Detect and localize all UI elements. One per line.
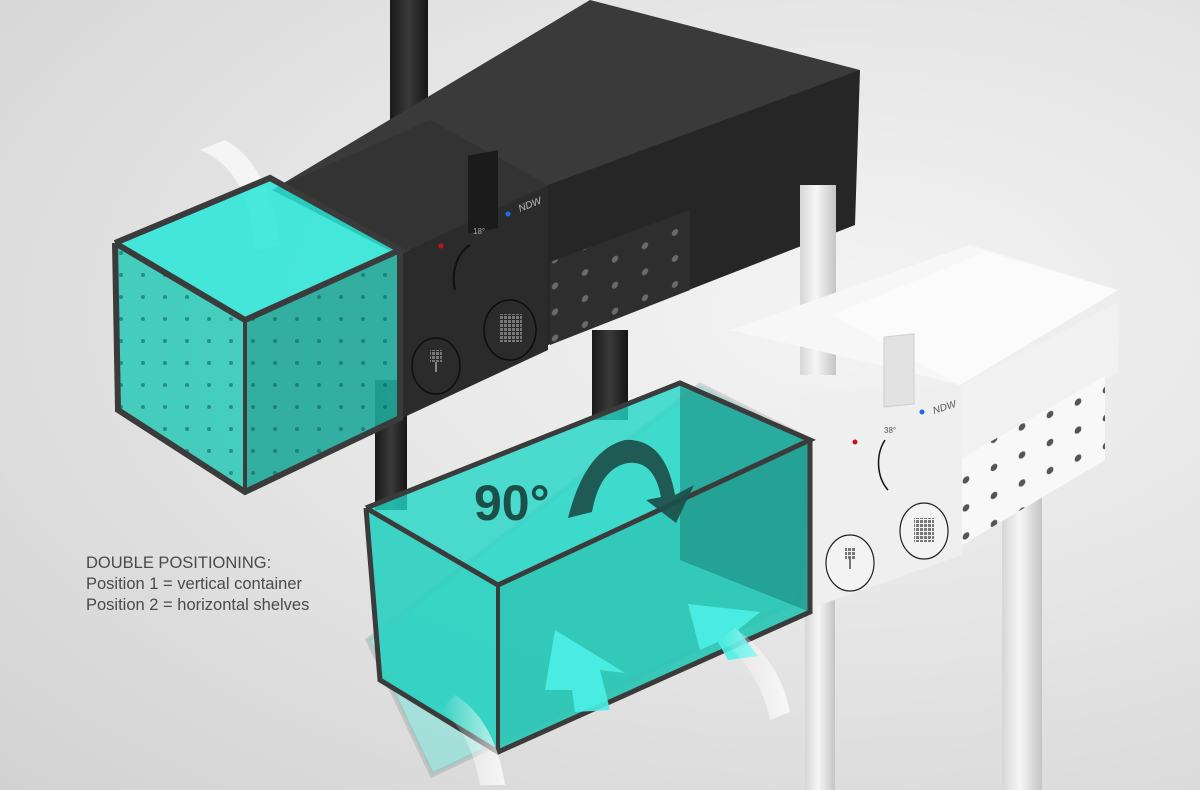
caption-position-2: Position 2 = horizontal shelves xyxy=(86,596,310,614)
black-hot-indicator xyxy=(438,243,444,249)
black-shower-unit: NDW 18° xyxy=(272,0,860,510)
handshower-icon xyxy=(845,548,856,559)
white-thermostat-knob[interactable] xyxy=(883,333,915,408)
positioning-caption: DOUBLE POSITIONING: Position 1 = vertica… xyxy=(86,553,309,616)
rotation-arc-bottom-left xyxy=(440,695,505,785)
rainshower-icon xyxy=(914,518,934,542)
white-handshower-hose xyxy=(1002,478,1042,790)
black-cold-indicator xyxy=(505,211,511,217)
black-temperature-label: 18° xyxy=(473,227,485,236)
lift-arrow-left-icon xyxy=(545,630,625,712)
rotation-arc-bottom-right xyxy=(720,628,790,720)
rotation-angle-label: 90° xyxy=(474,475,550,531)
white-shower-unit: NDW 38° xyxy=(730,185,1118,790)
caption-heading: DOUBLE POSITIONING: xyxy=(86,554,272,572)
rotate-clockwise-arrow-icon xyxy=(568,439,694,523)
horizontal-container: 90° xyxy=(363,380,817,785)
white-cold-indicator xyxy=(919,409,925,415)
black-thermostat-knob[interactable] xyxy=(468,150,498,234)
caption-position-1: Position 1 = vertical container xyxy=(86,575,302,593)
handshower-icon xyxy=(430,350,442,362)
white-thermostat-dial-outline xyxy=(877,439,889,491)
vertical-container xyxy=(112,140,407,496)
white-hot-indicator xyxy=(852,439,858,445)
rainshower-icon xyxy=(500,314,522,342)
black-thermostat-dial-outline xyxy=(452,244,471,291)
white-temperature-label: 38° xyxy=(884,426,896,435)
